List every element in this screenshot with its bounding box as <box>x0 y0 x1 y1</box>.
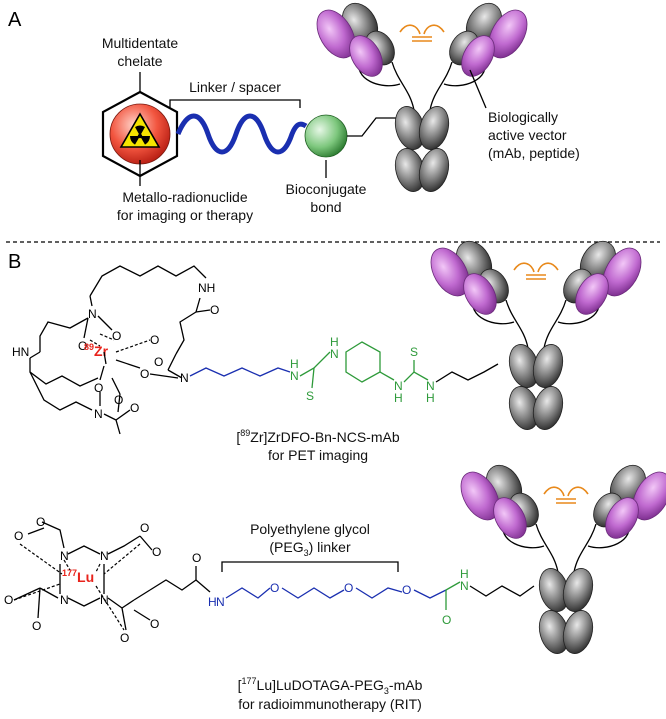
svg-text:N: N <box>180 371 189 385</box>
peg-label-line1: Polyethylene glycol <box>250 521 370 537</box>
svg-text:H: H <box>208 595 217 609</box>
svg-text:S: S <box>410 345 418 359</box>
svg-text:O: O <box>36 515 45 529</box>
svg-text:O: O <box>140 521 149 535</box>
svg-text:O: O <box>114 393 123 407</box>
chelate-label-line2: chelate <box>117 53 162 69</box>
svg-text:O: O <box>94 381 103 395</box>
svg-text:N: N <box>290 369 299 383</box>
linker-label: Linker / spacer <box>189 79 281 95</box>
svg-text:O: O <box>270 581 279 595</box>
svg-text:O: O <box>402 583 411 597</box>
svg-text:H: H <box>460 567 469 581</box>
lu-caption-line2: for radioimmunotherapy (RIT) <box>238 696 422 712</box>
svg-text:N: N <box>460 579 469 593</box>
svg-text:S: S <box>306 389 314 403</box>
svg-text:N: N <box>426 379 435 393</box>
panel-b-letter: B <box>8 251 21 273</box>
radionuclide-label-line2: for imaging or therapy <box>117 207 253 223</box>
svg-text:O: O <box>112 329 121 343</box>
svg-text:O: O <box>154 355 163 369</box>
chelate-label-line1: Multidentate <box>102 35 178 51</box>
radionuclide-label-line1: Metallo-radionuclide <box>122 189 248 205</box>
svg-text:N: N <box>330 347 339 361</box>
panel-a-letter: A <box>8 9 22 31</box>
svg-text:O: O <box>120 631 129 645</box>
linker-bracket <box>169 99 301 108</box>
svg-text:N: N <box>216 595 225 609</box>
antibody-icon <box>422 234 650 434</box>
vector-label-line3: (mAb, peptide) <box>488 145 580 161</box>
svg-text:O: O <box>14 529 23 543</box>
zr-caption-line1: [89Zr]ZrDFO-Bn-NCS-mAb <box>236 428 399 445</box>
peg-label-line2: (PEG3) linker <box>269 539 351 558</box>
bioconjugate-sphere-icon <box>304 114 348 158</box>
svg-text:N: N <box>60 593 69 607</box>
peg-bracket <box>221 561 399 572</box>
svg-text:O: O <box>442 613 451 627</box>
bioconjugate-label-line2: bond <box>310 199 341 215</box>
svg-text:O: O <box>150 617 159 631</box>
svg-text:O: O <box>192 551 201 565</box>
lu-dotaga-structure: O O N N O O N N O O O O 177Lu <box>4 515 535 645</box>
svg-text:N: N <box>94 407 103 421</box>
zr-caption-line2: for PET imaging <box>268 447 368 463</box>
svg-text:O: O <box>210 303 219 317</box>
svg-text:H: H <box>330 335 339 349</box>
antibody-icon <box>452 458 666 658</box>
svg-text:N: N <box>100 549 109 563</box>
bioconjugate-linker <box>347 117 398 137</box>
svg-text:O: O <box>140 367 149 381</box>
radiation-trefoil-icon <box>119 112 161 148</box>
svg-text:O: O <box>4 593 13 607</box>
vector-pointer <box>469 69 487 109</box>
svg-text:O: O <box>130 401 139 415</box>
svg-text:177Lu: 177Lu <box>62 568 94 585</box>
svg-text:H: H <box>394 391 403 405</box>
linker-wave <box>175 113 308 155</box>
svg-text:N: N <box>88 307 97 321</box>
svg-text:N: N <box>60 549 69 563</box>
lu-caption-line1: [177Lu]LuDOTAGA-PEG3-mAb <box>238 676 423 696</box>
svg-text:H: H <box>290 357 299 371</box>
svg-text:HN: HN <box>12 345 29 359</box>
vector-label-line2: active vector <box>488 127 567 143</box>
svg-text:H: H <box>426 391 435 405</box>
svg-text:N: N <box>394 379 403 393</box>
svg-text:NH: NH <box>198 281 215 295</box>
svg-text:O: O <box>152 545 161 559</box>
svg-text:O: O <box>150 333 159 347</box>
bioconjugate-label-line1: Bioconjugate <box>286 181 367 197</box>
zr-dfo-structure: N NH O O O HN 89Zr O O N O O <box>12 265 499 435</box>
svg-text:O: O <box>32 619 41 633</box>
svg-text:O: O <box>344 581 353 595</box>
antibody-icon <box>308 0 536 196</box>
vector-label-line1: Biologically <box>488 109 558 125</box>
svg-text:O: O <box>78 339 87 353</box>
